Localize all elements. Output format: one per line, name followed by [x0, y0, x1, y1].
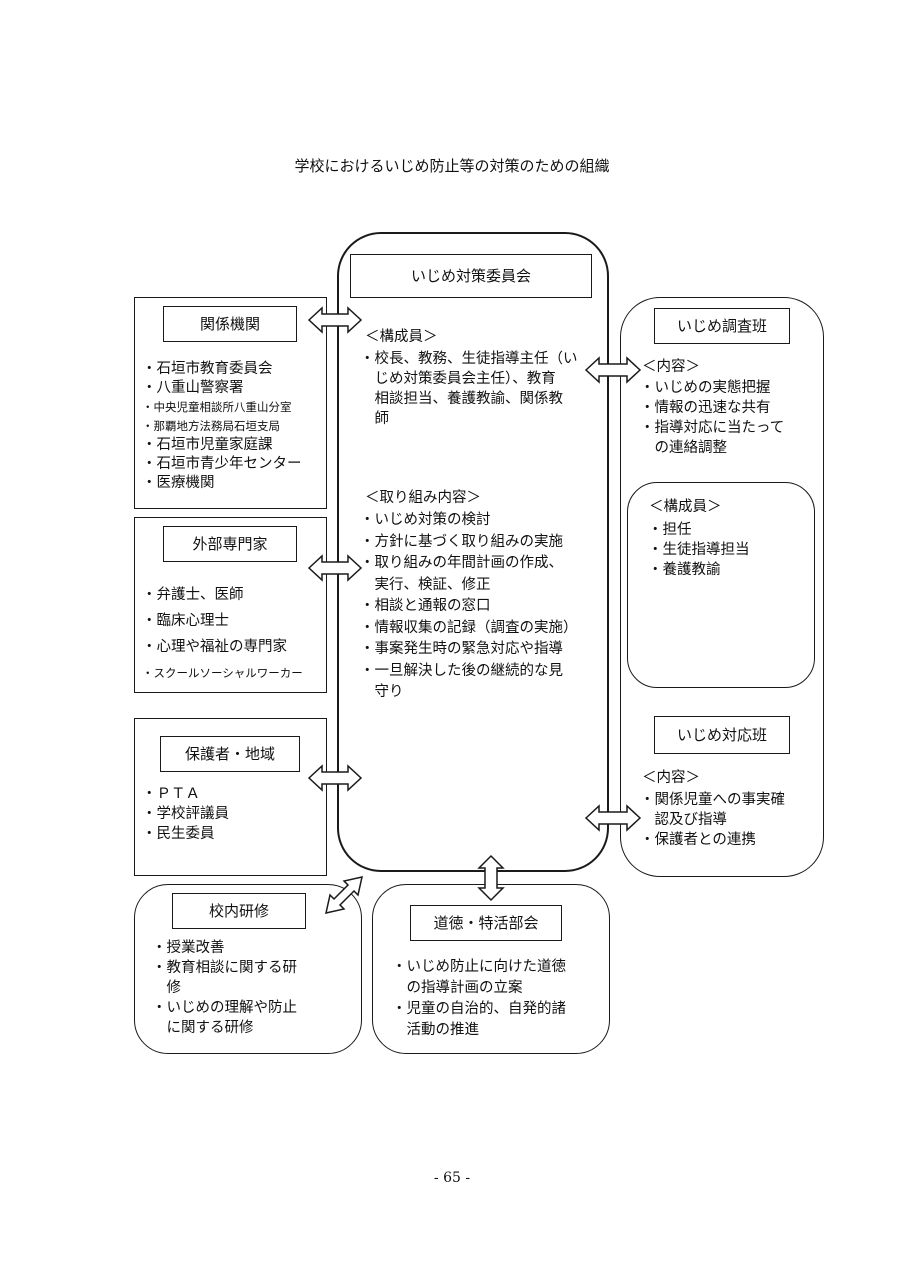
list-item: ・保護者との連携 [640, 832, 756, 848]
list-item: ・石垣市児童家庭課 [142, 437, 273, 453]
kennai-heading: 校内研修 [172, 893, 306, 929]
chousa-content-list: ・いじめの実態把握 ・情報の迅速な共有 ・指導対応に当たって の連絡調整 [640, 378, 784, 458]
list-item: ・心理や福祉の専門家 [142, 639, 287, 655]
list-item: ・医療機関 [142, 475, 215, 491]
taiou-content-heading: ＜内容＞ [642, 770, 700, 786]
list-item: の指導計画の立案 [392, 980, 523, 996]
list-item: ・事案発生時の緊急対応や指導 [360, 641, 563, 657]
list-item: ・指導対応に当たって [640, 420, 785, 436]
list-item: ・校長、教務、生徒指導主任（い [360, 351, 578, 367]
arrow-chousa [584, 356, 642, 384]
committee-tasks-list: ・いじめ対策の検討 ・方針に基づく取り組みの実施 ・取り組みの年間計画の作成、 … [360, 510, 578, 704]
list-item: ・いじめの理解や防止 [152, 1000, 297, 1016]
arrow-doutoku [477, 854, 505, 902]
committee-tasks-heading: ＜取り組み内容＞ [365, 490, 481, 506]
taiou-content-list: ・関係児童への事実確 認及び指導 ・保護者との連携 [640, 790, 785, 850]
kennai-list: ・授業改善 ・教育相談に関する研 修 ・いじめの理解や防止 に関する研修 [152, 938, 297, 1038]
list-item: ・弁護士、医師 [142, 587, 244, 603]
list-item: 認及び指導 [640, 812, 727, 828]
doutoku-list: ・いじめ防止に向けた道徳 の指導計画の立案 ・児童の自治的、自発的諸 活動の推進 [392, 957, 566, 1041]
gaibu-list: ・弁護士、医師 ・臨床心理士 ・心理や福祉の専門家 ・スクールソーシャルワーカー [142, 582, 303, 686]
list-item: ・方針に基づく取り組みの実施 [360, 533, 563, 550]
list-item: ・一旦解決した後の継続的な見 [360, 662, 563, 679]
chousa-content-heading: ＜内容＞ [642, 359, 700, 375]
list-item: ・那覇地方法務局石垣支局 [142, 419, 280, 433]
list-item: ・担任 [648, 522, 692, 538]
list-item: 相談担当、養護教諭、関係教 [360, 391, 563, 407]
doutoku-heading: 道徳・特活部会 [410, 905, 562, 941]
chousa-members-heading: ＜構成員＞ [649, 499, 722, 515]
taiou-heading: いじめ対応班 [654, 716, 790, 754]
page-number: - 65 - [433, 1170, 471, 1186]
list-item: ・民生委員 [142, 826, 215, 842]
list-item: に関する研修 [152, 1020, 254, 1036]
list-item: ・いじめの実態把握 [640, 380, 771, 396]
list-item: 活動の推進 [392, 1022, 479, 1038]
list-item: ・取り組みの年間計画の作成、 [360, 555, 563, 571]
list-item: ・相談と通報の窓口 [360, 598, 491, 614]
list-item: ・授業改善 [152, 940, 225, 956]
chousa-members-list: ・担任 ・生徒指導担当 ・養護教諭 [648, 520, 750, 580]
list-item: じめ対策委員会主任）、教育 [360, 371, 556, 387]
list-item: ・教育相談に関する研 [152, 960, 297, 976]
list-item: ・ＰＴＡ [142, 786, 200, 802]
list-item: ・養護教諭 [648, 562, 721, 578]
list-item: ・いじめ防止に向けた道徳 [392, 959, 566, 975]
arrow-kennai [325, 876, 363, 914]
list-item: ・生徒指導担当 [648, 542, 750, 558]
chousa-heading: いじめ調査班 [654, 308, 790, 344]
kankei-list: ・石垣市教育委員会 ・八重山警察署 ・中央児童相談所八重山分室 ・那覇地方法務局… [142, 360, 302, 493]
list-item: 師 [360, 411, 389, 427]
list-item: ・中央児童相談所八重山分室 [142, 400, 292, 414]
hogosha-list: ・ＰＴＡ ・学校評議員 ・民生委員 [142, 784, 229, 844]
arrow-gaibu [307, 554, 363, 582]
arrow-kankei [307, 306, 363, 334]
list-item: 守り [360, 684, 404, 700]
list-item: の連絡調整 [640, 440, 727, 456]
list-item: ・関係児童への事実確 [640, 792, 785, 808]
kankei-heading: 関係機関 [163, 306, 297, 342]
committee-members-list: ・校長、教務、生徒指導主任（い じめ対策委員会主任）、教育 相談担当、養護教諭、… [360, 349, 578, 429]
committee-box [337, 232, 609, 872]
list-item: ・石垣市教育委員会 [142, 361, 273, 377]
chousa-members-box [627, 482, 815, 688]
list-item: ・情報収集の記録（調査の実施） [360, 619, 578, 636]
gaibu-heading: 外部専門家 [163, 526, 297, 562]
arrow-hogosha [307, 764, 363, 792]
page-title: 学校におけるいじめ防止等の対策のための組織 [294, 157, 610, 175]
hogosha-heading: 保護者・地域 [160, 736, 300, 772]
list-item: ・児童の自治的、自発的諸 [392, 1001, 566, 1017]
arrow-taiou [584, 804, 642, 832]
list-item: 実行、検証、修正 [360, 576, 491, 593]
list-item: ・臨床心理士 [142, 613, 229, 629]
list-item: ・八重山警察署 [142, 380, 244, 396]
list-item: ・石垣市青少年センター [142, 456, 302, 472]
list-item: ・スクールソーシャルワーカー [142, 666, 303, 680]
list-item: 修 [152, 980, 181, 996]
committee-members-heading: ＜構成員＞ [365, 329, 438, 345]
list-item: ・学校評議員 [142, 806, 229, 822]
committee-heading: いじめ対策委員会 [350, 254, 592, 298]
list-item: ・いじめ対策の検討 [360, 512, 491, 528]
list-item: ・情報の迅速な共有 [640, 400, 771, 416]
